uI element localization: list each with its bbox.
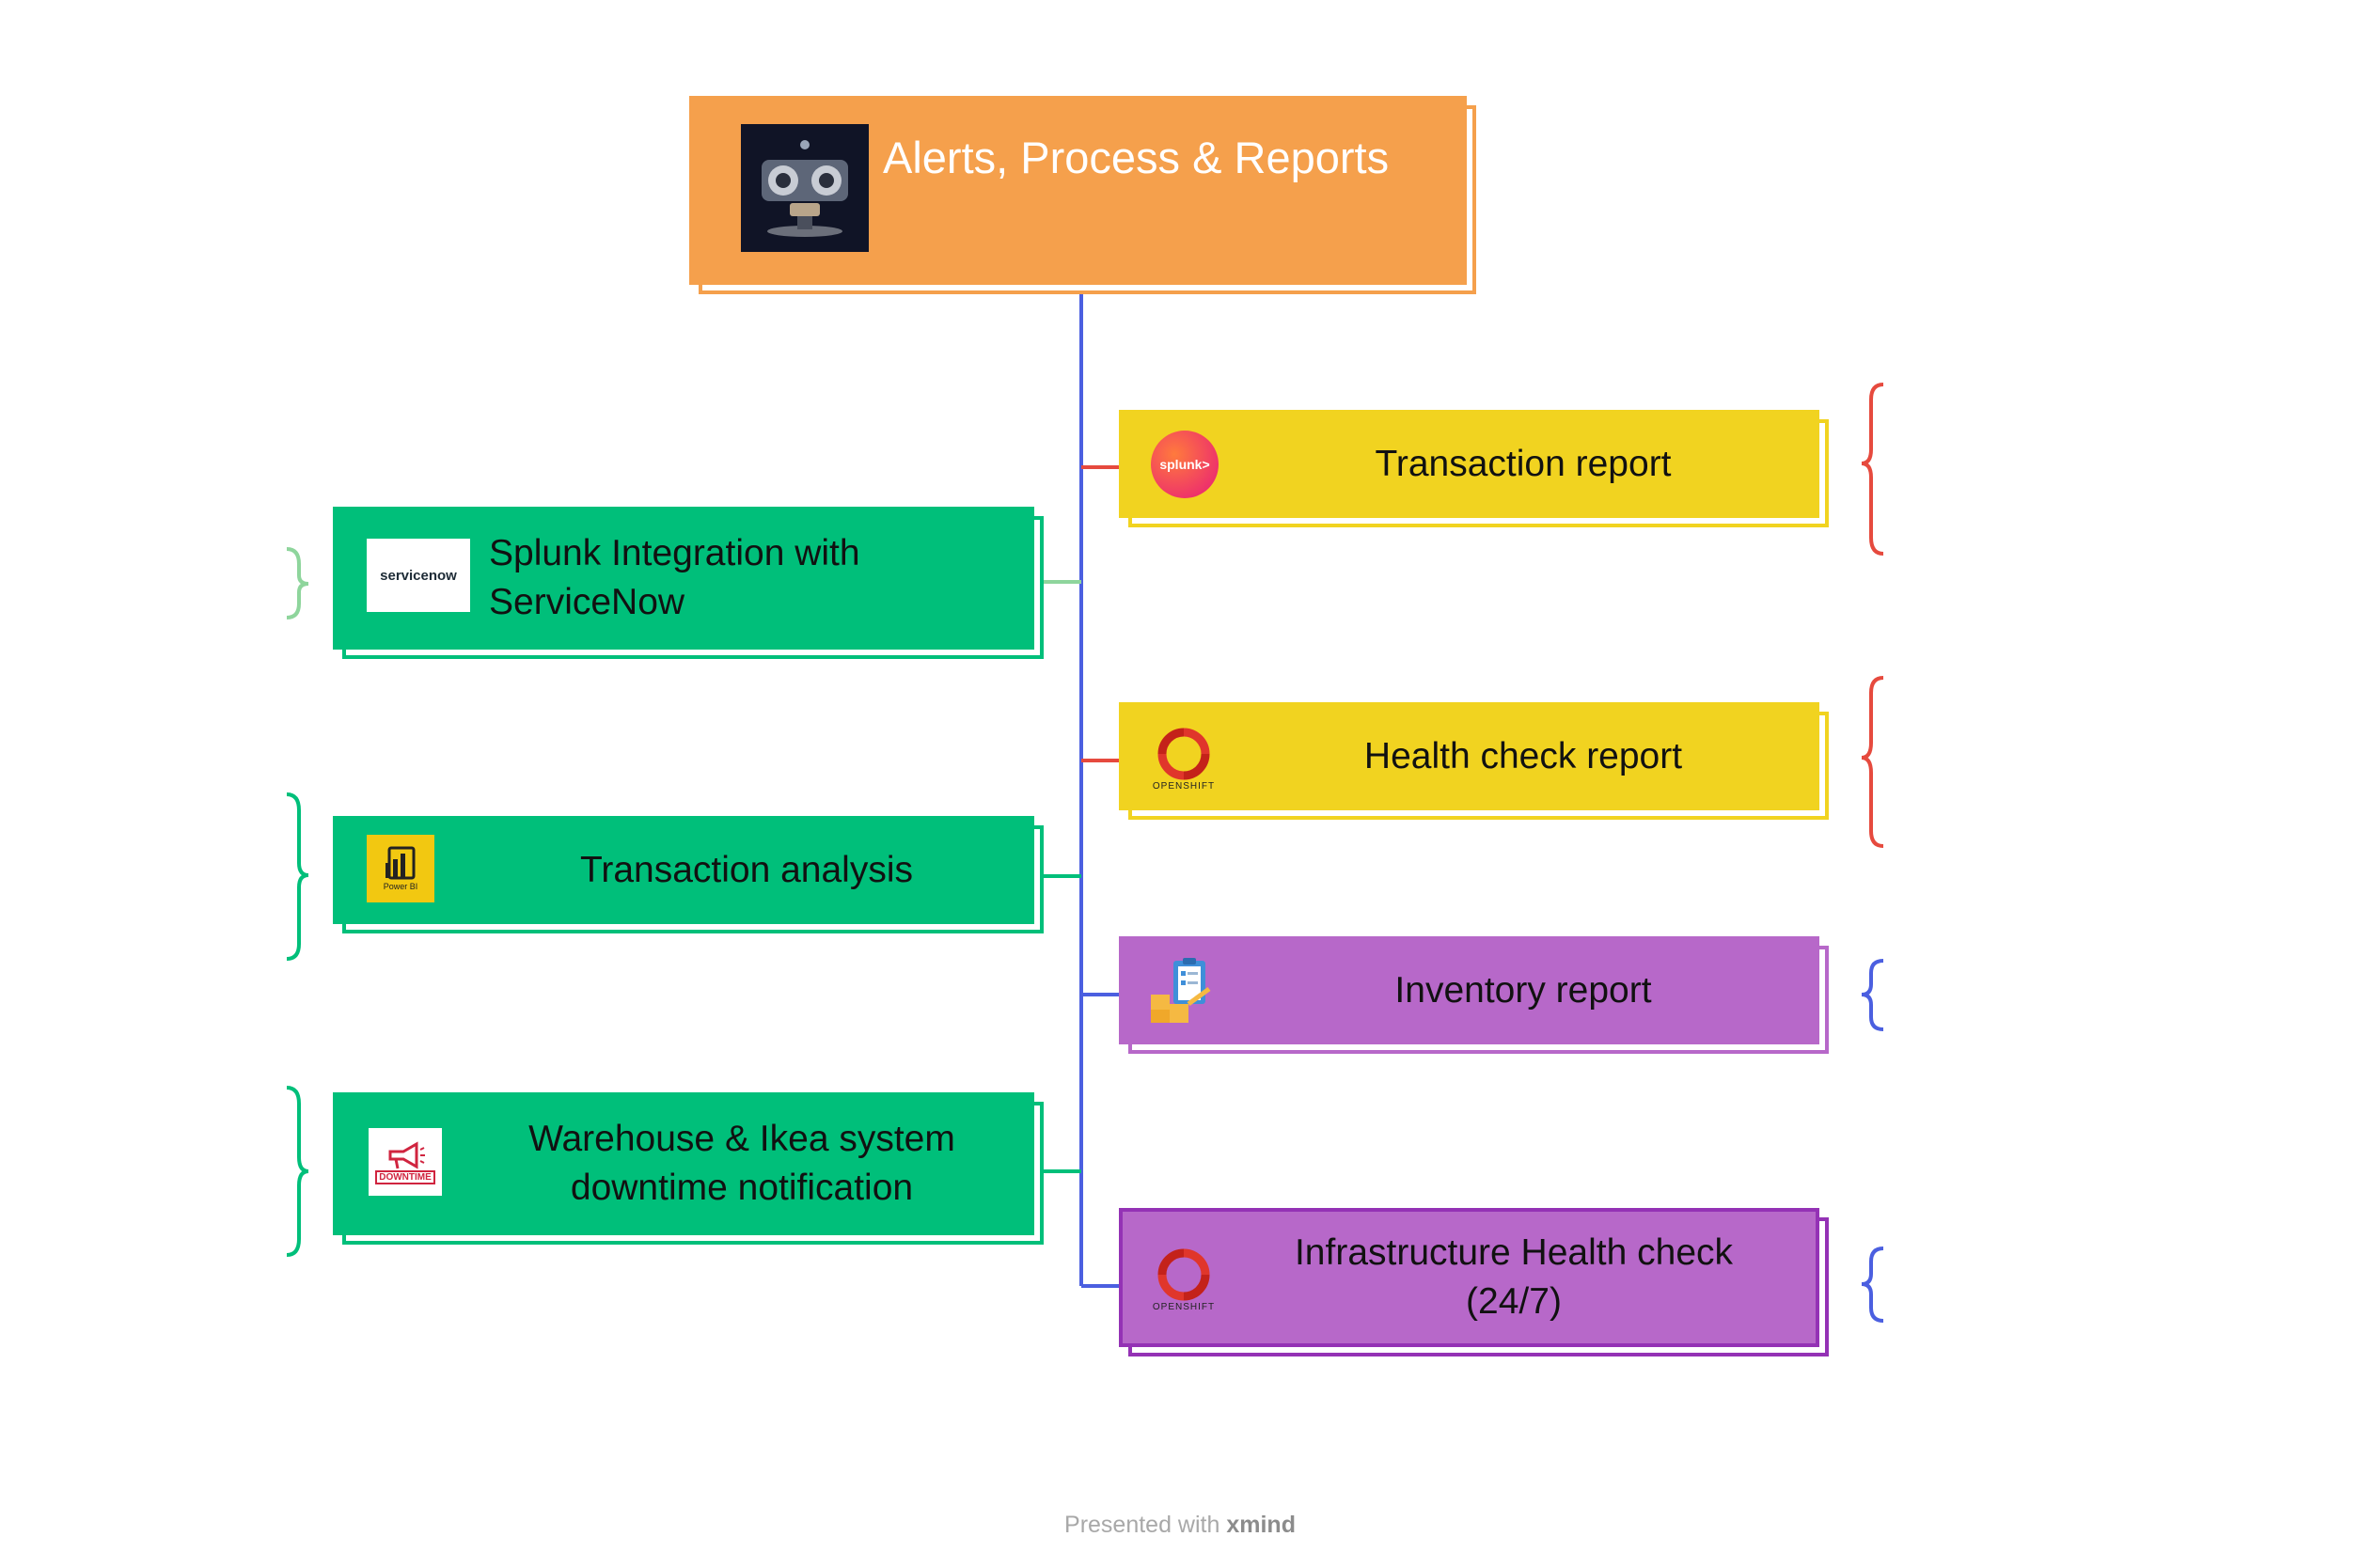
root-topic[interactable]: Alerts, Process & Reports (689, 96, 1476, 294)
brace-right-4 (1861, 1247, 1884, 1323)
node-splunk-integration-servicenow[interactable]: servicenow Splunk Integration with Servi… (333, 507, 1044, 659)
splunk-logo-icon: splunk> (1151, 431, 1219, 498)
brace-left-1 (286, 547, 309, 619)
power-bi-logo-icon: Power BI (367, 835, 434, 902)
brace-left-2 (286, 792, 309, 961)
power-bi-logo-text: Power BI (383, 882, 418, 891)
openshift-logo-text: OPENSHIFT (1152, 1301, 1216, 1312)
footer-prefix: Presented with (1064, 1512, 1220, 1538)
node-inventory-report[interactable]: Inventory report (1119, 936, 1829, 1054)
servicenow-logo-text: servicenow (380, 567, 457, 584)
node-label: Transaction analysis (579, 849, 914, 890)
node-transaction-report[interactable]: splunk> Transaction report (1119, 410, 1829, 527)
downtime-label-text: DOWNTIME (375, 1169, 435, 1184)
node-downtime-notification[interactable]: DOWNTIME Warehouse & Ikea system downtim… (333, 1092, 1044, 1245)
brace-right-2 (1861, 676, 1884, 848)
openshift-logo-icon: OPENSHIFT (1143, 719, 1224, 798)
splunk-logo-text: splunk> (1159, 457, 1210, 472)
node-transaction-analysis[interactable]: Power BI Transaction analysis (333, 816, 1044, 933)
brace-left-3 (286, 1086, 309, 1257)
node-label: Transaction report (1375, 443, 1672, 484)
node-label: Infrastructure Health check (24/7) (1294, 1232, 1734, 1322)
inventory-clipboard-icon (1147, 957, 1215, 1025)
node-label: Warehouse & Ikea system downtime notific… (528, 1119, 955, 1208)
node-label: Health check report (1363, 735, 1683, 776)
openshift-logo-icon: OPENSHIFT (1143, 1240, 1224, 1319)
openshift-logo-text: OPENSHIFT (1152, 780, 1216, 792)
node-infrastructure-health-check[interactable]: OPENSHIFT Infrastructure Health check (2… (1119, 1208, 1829, 1356)
presented-with-footer: Presented with xmind (0, 1512, 2360, 1539)
servicenow-logo-icon: servicenow (367, 539, 470, 612)
node-health-check-report[interactable]: OPENSHIFT Health check report (1119, 702, 1829, 820)
brace-right-3 (1861, 959, 1884, 1031)
brace-right-1 (1861, 383, 1884, 556)
downtime-megaphone-icon: DOWNTIME (369, 1128, 442, 1196)
node-label: Inventory report (1394, 969, 1652, 1011)
node-label: Splunk Integration with ServiceNow (489, 533, 860, 622)
robot-icon (741, 124, 869, 252)
root-title: Alerts, Process & Reports (883, 133, 1390, 182)
xmind-brand: xmind (1226, 1512, 1296, 1538)
